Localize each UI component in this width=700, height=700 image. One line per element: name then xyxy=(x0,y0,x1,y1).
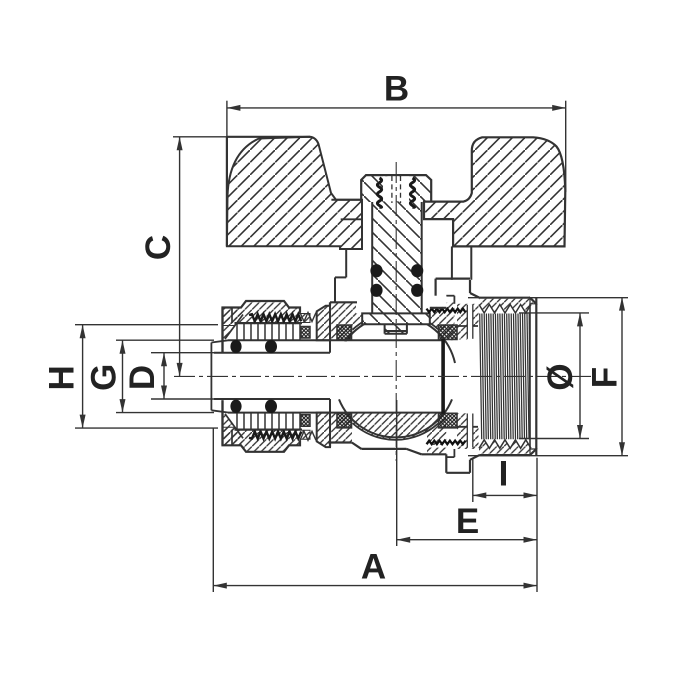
svg-text:C: C xyxy=(139,235,178,260)
svg-text:A: A xyxy=(361,547,386,586)
svg-text:G: G xyxy=(85,364,124,391)
svg-text:Ø: Ø xyxy=(541,363,580,390)
svg-text:F: F xyxy=(585,367,624,388)
svg-text:D: D xyxy=(123,365,162,390)
svg-text:I: I xyxy=(499,455,509,494)
svg-text:B: B xyxy=(384,70,409,109)
svg-text:E: E xyxy=(456,502,479,541)
svg-text:H: H xyxy=(43,365,82,390)
